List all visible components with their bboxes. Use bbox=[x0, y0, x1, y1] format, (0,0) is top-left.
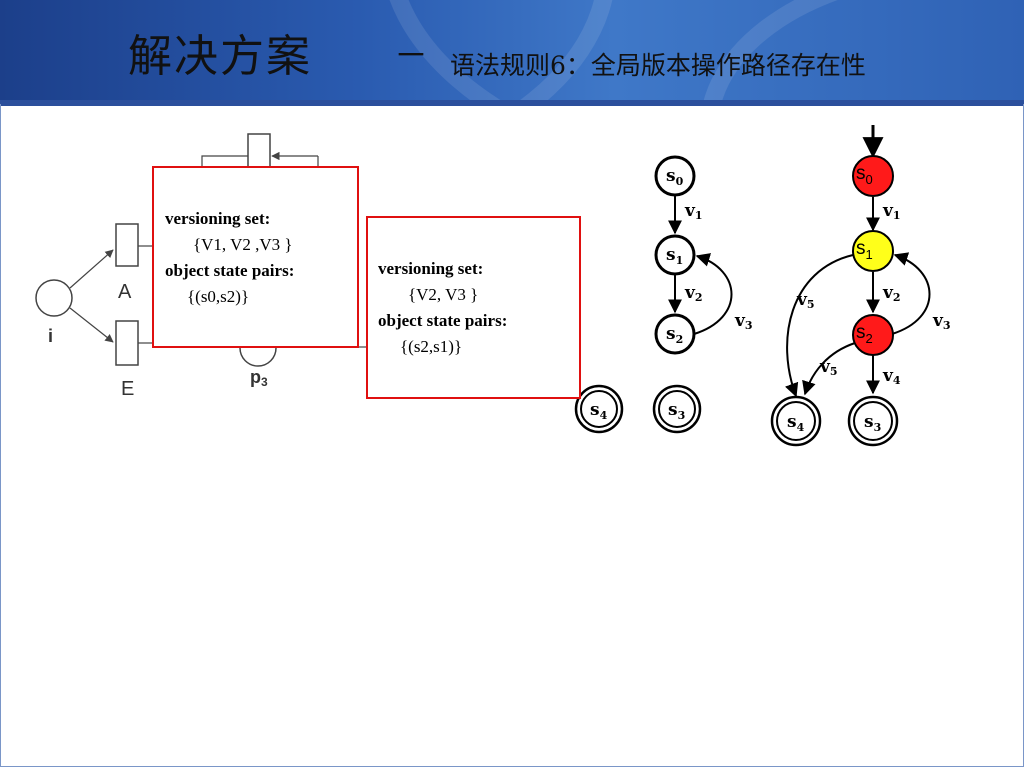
slide-header bbox=[0, 0, 1024, 104]
edge-v4-label: v4 bbox=[882, 366, 901, 387]
header-band bbox=[0, 100, 1024, 106]
state-s1-label: s1 bbox=[856, 238, 873, 262]
state-s2 bbox=[852, 314, 894, 356]
state-s4-label: s4 bbox=[590, 400, 608, 422]
edge-v2-label: v2 bbox=[882, 283, 901, 304]
place-i bbox=[35, 279, 73, 317]
callout-1-versioning-value: {V1, V2 ,V3 } bbox=[193, 235, 293, 254]
edge-v1-label: v1 bbox=[882, 201, 901, 222]
transition-a-label: A bbox=[118, 281, 132, 303]
callout-box-1: versioning set: {V1, V2 ,V3 } object sta… bbox=[152, 166, 359, 348]
callout-2-pairs-value: {(s2,s1)} bbox=[400, 337, 463, 356]
state-s3-label: s3 bbox=[864, 412, 881, 434]
state-graph-right: s0 s1 s2 s3 s4 v1 v2 v3 v4 v5 v5 bbox=[770, 125, 951, 447]
state-s3-inner bbox=[853, 401, 893, 441]
transition-a bbox=[115, 223, 139, 267]
state-s3-inner bbox=[658, 390, 696, 428]
edge-v1-label: v1 bbox=[684, 201, 703, 222]
edge-v3-label: v3 bbox=[734, 311, 753, 332]
state-graph-left: s0 s1 s2 s3 s4 v1 v2 v3 bbox=[574, 155, 753, 434]
callout-box-2: versioning set: {V2, V3 } object state p… bbox=[366, 216, 581, 399]
arc-i-a bbox=[69, 249, 114, 289]
callout-1-versioning-label: versioning set: bbox=[165, 209, 271, 228]
edge-v5-from-s2 bbox=[802, 342, 856, 396]
state-s0-label: s0 bbox=[666, 166, 684, 188]
state-s2-label: s2 bbox=[666, 324, 683, 346]
state-s0 bbox=[852, 155, 894, 197]
callout-2-pairs-label: object state pairs: bbox=[378, 311, 508, 330]
page-title: 解决方案 bbox=[128, 31, 312, 82]
edge-v5-from-s1 bbox=[785, 254, 854, 398]
callout-1-pairs-label: object state pairs: bbox=[165, 261, 295, 280]
state-s0 bbox=[654, 155, 696, 197]
title-dash: － bbox=[394, 36, 428, 76]
transition-e bbox=[115, 320, 139, 366]
state-s3-label: s3 bbox=[668, 400, 685, 422]
place-p3-label: p3 bbox=[250, 367, 268, 389]
state-s1 bbox=[654, 234, 696, 276]
state-s4-inner bbox=[580, 390, 618, 428]
state-s4-label: s4 bbox=[787, 412, 805, 434]
state-s4-inner bbox=[776, 401, 816, 441]
edge-v3-label: v3 bbox=[932, 311, 951, 332]
state-s2 bbox=[654, 313, 696, 355]
state-s1 bbox=[852, 230, 894, 272]
place-p3 bbox=[239, 347, 277, 367]
edge-v3 bbox=[891, 252, 931, 335]
edge-v3 bbox=[693, 253, 733, 335]
arc-i-e bbox=[69, 307, 114, 343]
state-s0-label: s0 bbox=[856, 163, 873, 187]
transition-e-label: E bbox=[121, 378, 134, 400]
callout-1-pairs-value: {(s0,s2)} bbox=[187, 287, 250, 306]
callout-2-versioning-value: {V2, V3 } bbox=[408, 285, 479, 304]
state-s2-label: s2 bbox=[856, 322, 873, 346]
edge-v2-label: v2 bbox=[684, 283, 703, 304]
edge-v5-label-2: v5 bbox=[819, 357, 838, 378]
callout-2-versioning-label: versioning set: bbox=[378, 259, 484, 278]
page-subtitle: 语法规则6：全局版本操作路径存在性 bbox=[450, 51, 866, 80]
state-s1-label: s1 bbox=[666, 245, 683, 267]
place-i-label: i bbox=[48, 326, 53, 346]
arc-top-left bbox=[201, 155, 248, 168]
edge-v5-label: v5 bbox=[796, 290, 815, 311]
